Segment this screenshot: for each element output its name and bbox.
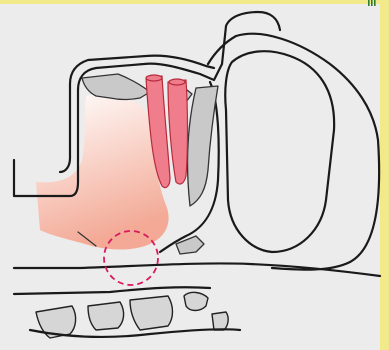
- frame-border-right: [380, 0, 389, 350]
- vertebra-5: [212, 312, 228, 330]
- bars-icon: [368, 0, 376, 6]
- vertebra-2: [88, 302, 124, 330]
- frame-border-top: [0, 0, 389, 4]
- vocal-fold-top-right: [169, 79, 185, 85]
- bar-mark: [374, 0, 376, 6]
- bar-mark: [368, 0, 370, 6]
- vertebra-4: [184, 292, 208, 310]
- vocal-fold-top-left: [146, 75, 162, 81]
- bar-mark: [371, 0, 373, 6]
- vertebra-3: [130, 296, 173, 330]
